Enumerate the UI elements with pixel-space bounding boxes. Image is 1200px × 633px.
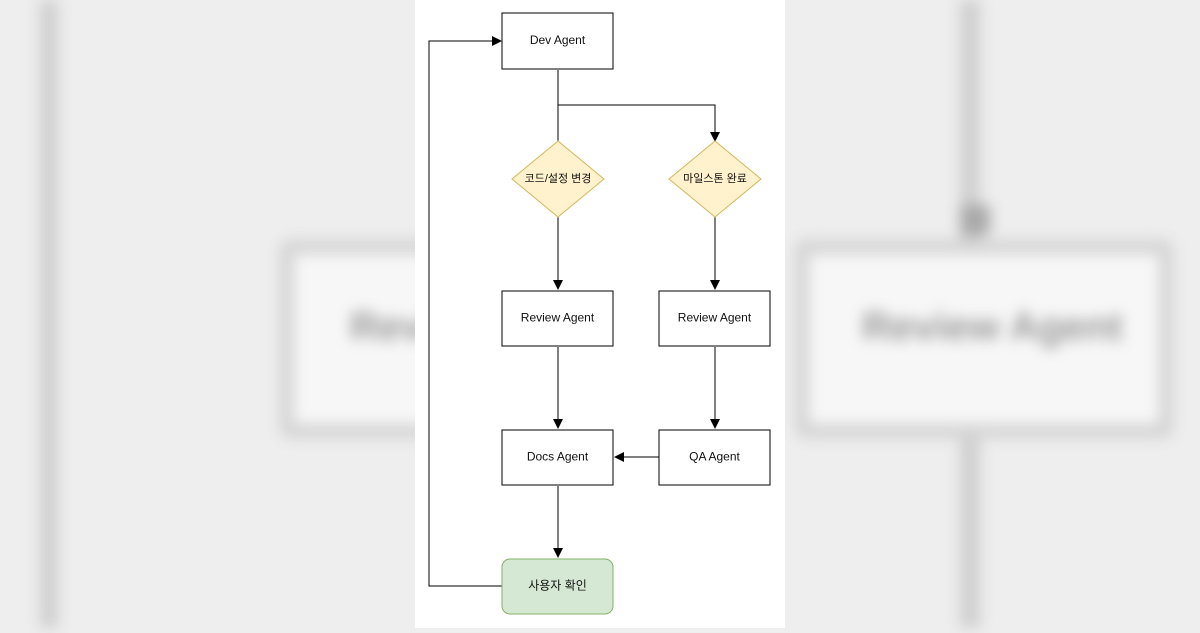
node-review-agent-right[interactable]: Review Agent bbox=[658, 290, 771, 347]
node-review-agent-right-label: Review Agent bbox=[678, 311, 752, 325]
node-docs-agent[interactable]: Docs Agent bbox=[501, 429, 614, 486]
node-user-confirmation[interactable]: 사용자 확인 bbox=[501, 558, 614, 615]
node-docs-agent-label: Docs Agent bbox=[527, 450, 589, 464]
node-dev-agent-label: Dev Agent bbox=[530, 33, 586, 47]
node-decision-code-config-change-label: 코드/설정 변경 bbox=[525, 172, 592, 185]
edge-user-to-dev-loop bbox=[428, 36, 502, 587]
node-decision-milestone-complete[interactable]: 마일스톤 완료 bbox=[668, 140, 762, 218]
node-decision-code-config-change[interactable]: 코드/설정 변경 bbox=[511, 140, 605, 218]
node-review-agent-left-label: Review Agent bbox=[521, 311, 595, 325]
flowchart: Dev Agent 코드/설정 변경 마일스톤 완료 Review Agent … bbox=[428, 12, 771, 615]
node-review-agent-left[interactable]: Review Agent bbox=[501, 290, 614, 347]
node-qa-agent-label: QA Agent bbox=[689, 450, 740, 464]
node-decision-milestone-complete-label: 마일스톤 완료 bbox=[683, 171, 747, 185]
node-qa-agent[interactable]: QA Agent bbox=[658, 429, 771, 486]
node-user-confirmation-label: 사용자 확인 bbox=[528, 579, 587, 593]
edge-dev-to-decision-right bbox=[558, 104, 720, 142]
node-dev-agent[interactable]: Dev Agent bbox=[501, 12, 614, 70]
diagram-canvas: Dev Agent 코드/설정 변경 마일스톤 완료 Review Agent … bbox=[415, 0, 785, 628]
